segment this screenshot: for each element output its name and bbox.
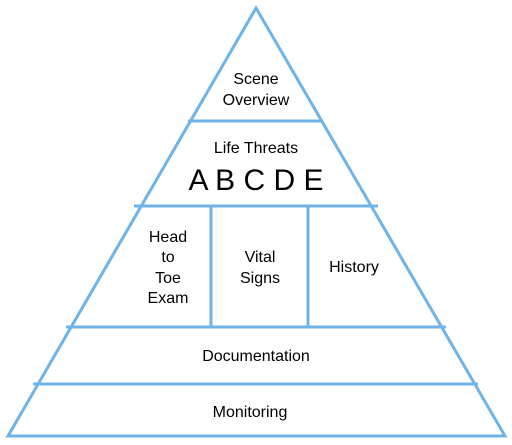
life-threats-title: Life Threats bbox=[214, 140, 298, 157]
documentation-label: Documentation bbox=[202, 348, 310, 365]
head-to-toe-label-line2: to bbox=[161, 249, 174, 266]
abcde-letters: A B C D E bbox=[188, 164, 323, 197]
vital-signs-label-line2: Signs bbox=[240, 270, 280, 287]
vital-signs-label-line1: Vital bbox=[245, 249, 276, 266]
history-label: History bbox=[329, 259, 379, 276]
pyramid-outline bbox=[5, 5, 508, 438]
monitoring-label: Monitoring bbox=[213, 404, 288, 421]
head-to-toe-label-line4: Exam bbox=[148, 290, 189, 307]
head-to-toe-label-line1: Head bbox=[149, 229, 187, 246]
scene-overview-label-line1: Scene bbox=[233, 71, 278, 88]
head-to-toe-label-line3: Toe bbox=[155, 270, 181, 287]
scene-overview-label-line2: Overview bbox=[223, 92, 290, 109]
